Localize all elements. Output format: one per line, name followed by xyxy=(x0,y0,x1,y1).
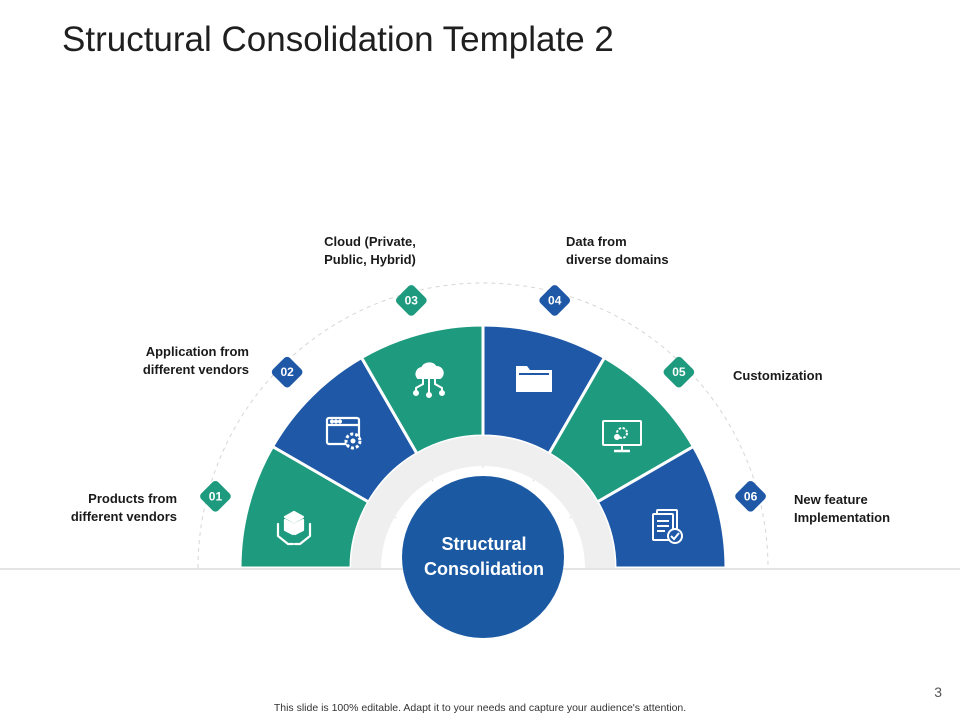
guide-arc xyxy=(197,282,769,569)
badge-number: 06 xyxy=(744,489,758,503)
badge-diamond xyxy=(271,356,303,388)
page-number: 3 xyxy=(934,684,942,700)
badge-diamond xyxy=(395,285,427,316)
footer-note: This slide is 100% editable. Adapt it to… xyxy=(273,702,687,714)
badge-05: 05 xyxy=(663,356,695,388)
badge-02: 02 xyxy=(271,356,303,388)
documents-check-icon xyxy=(652,509,683,544)
browser-gear-icon xyxy=(325,416,362,450)
badge-diamond xyxy=(539,285,571,316)
badge-04: 04 xyxy=(539,285,571,316)
badge-diamond xyxy=(735,480,766,512)
badge-number: 03 xyxy=(405,293,419,307)
badge-number: 04 xyxy=(548,293,562,307)
badge-diamond xyxy=(200,480,231,512)
monitor-settings-icon xyxy=(602,420,642,453)
badge-diamond xyxy=(663,356,695,388)
badge-01: 01 xyxy=(200,480,231,512)
folder-icon xyxy=(516,366,552,392)
inner-ring xyxy=(351,436,615,568)
badge-number: 01 xyxy=(209,489,223,503)
badge-03: 03 xyxy=(395,285,427,316)
badge-06: 06 xyxy=(735,480,766,512)
hands-box-icon xyxy=(276,510,312,546)
label-05: Customization xyxy=(733,368,823,383)
slide-title: Structural Consolidation Template 2 xyxy=(62,20,614,59)
center-circle xyxy=(402,476,564,638)
cloud-network-icon xyxy=(413,362,445,398)
badge-number: 02 xyxy=(280,365,294,379)
label-03: Cloud (Private,Public, Hybrid) xyxy=(324,234,416,267)
badge-number: 05 xyxy=(672,365,686,379)
number-badges: 01 02 03 04 05 06 xyxy=(200,285,766,512)
